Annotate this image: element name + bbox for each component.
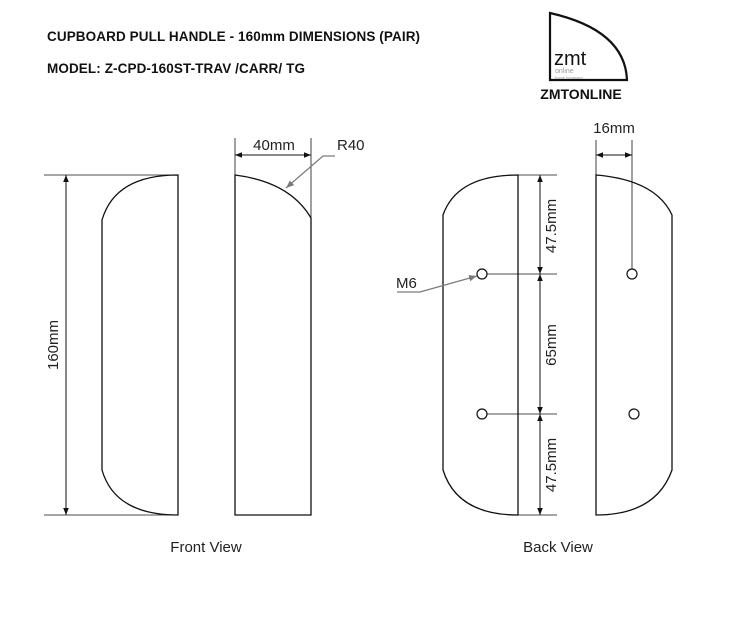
back-face-outline [595, 174, 673, 516]
offset-dimension-text: 16mm [593, 120, 635, 137]
width-dimension-text: 40mm [253, 137, 295, 154]
front-profile-outline [101, 174, 179, 516]
radius-dimension-text: R40 [337, 137, 365, 154]
logo-line3: home hardware [555, 75, 584, 80]
middle-spacing-text: 65mm [543, 324, 560, 366]
model-number: MODEL: Z-CPD-160ST-TRAV /CARR/ TG [47, 61, 306, 76]
logo-mark: zmt [554, 48, 587, 70]
face-hole-top [626, 268, 638, 280]
logo-frame [548, 11, 629, 82]
top-spacing-text: 47.5mm [543, 199, 560, 253]
back-view-label: Back View [523, 539, 593, 556]
front-face-group: 40mm R40 [234, 137, 365, 516]
bottom-spacing-text: 47.5mm [543, 438, 560, 492]
thread-leader [397, 275, 478, 293]
zmt-logo: zmt online home hardware [548, 11, 629, 82]
brand-name: ZMTONLINE [540, 86, 622, 102]
mounting-hole-bottom [476, 408, 488, 420]
height-dimension-text: 160mm [45, 320, 62, 370]
back-profile-outline [442, 174, 519, 516]
thread-size-text: M6 [396, 275, 417, 292]
drawing-title: CUPBOARD PULL HANDLE - 160mm DIMENSIONS … [47, 29, 421, 44]
back-face-group: 16mm [593, 120, 673, 516]
radius-leader [285, 155, 335, 189]
front-view-label: Front View [170, 539, 242, 556]
mounting-hole-top [476, 268, 488, 280]
face-hole-bottom [628, 408, 640, 420]
back-profile-group: 47.5mm 65mm 47.5mm M6 Back View [396, 174, 593, 556]
logo-line2: online [555, 68, 574, 75]
front-profile-group: 160mm Front View [44, 174, 242, 556]
front-face-outline [234, 174, 312, 516]
